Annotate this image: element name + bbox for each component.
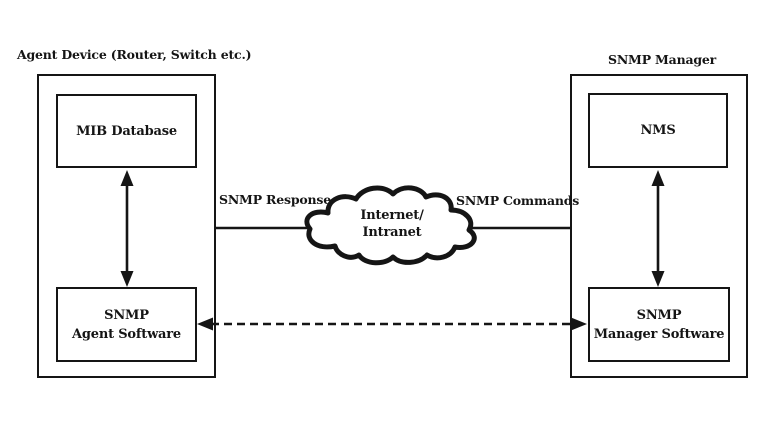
- agent-software-label: SNMP Agent Software: [71, 307, 182, 342]
- mib-database-box: MIB Database: [56, 94, 197, 168]
- manager-software-box: SNMP Manager Software: [588, 287, 730, 362]
- snmp-messages-dashed-arrow: [197, 317, 587, 331]
- agent-software-box: SNMP Agent Software: [56, 287, 197, 362]
- manager-software-label: SNMP Manager Software: [593, 307, 725, 342]
- mib-database-label: MIB Database: [76, 123, 177, 139]
- nms-label: NMS: [640, 123, 676, 138]
- snmp-response-label: SNMP Response: [219, 192, 331, 207]
- snmp-manager-title: SNMP Manager: [608, 52, 717, 67]
- agent-device-title: Agent Device (Router, Switch etc.): [17, 47, 252, 62]
- cloud-label: Internet/ Intranet: [360, 208, 424, 240]
- nms-box: NMS: [588, 93, 728, 168]
- snmp-commands-label: SNMP Commands: [456, 193, 580, 208]
